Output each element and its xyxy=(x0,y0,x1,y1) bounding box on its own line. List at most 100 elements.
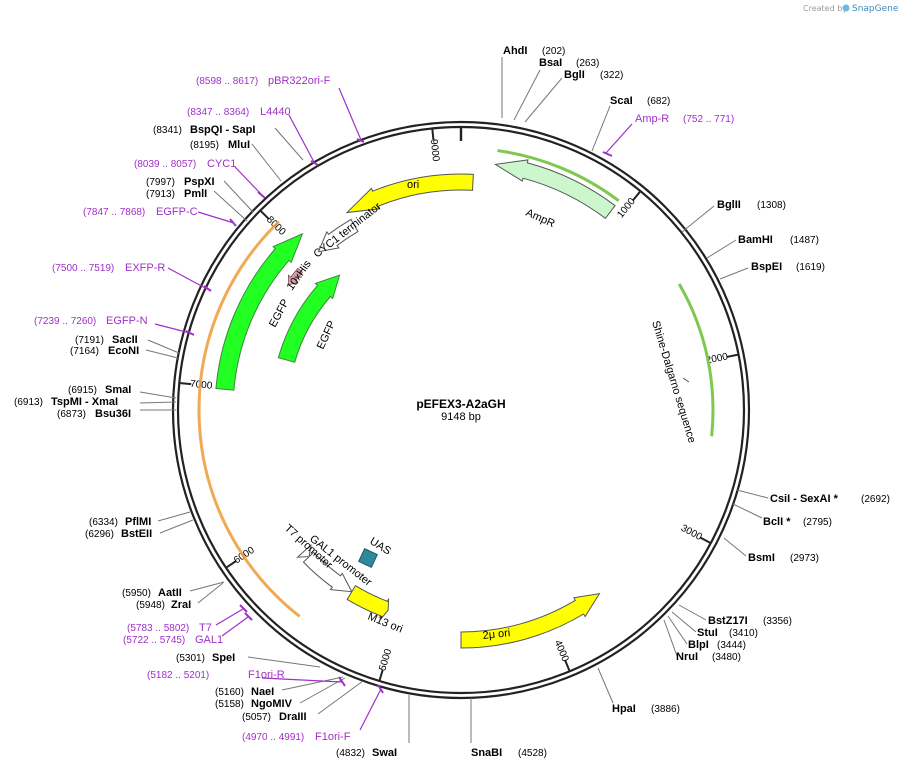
enzyme-site-tspmi[interactable]: TspMI - XmaI (6913) xyxy=(14,396,177,408)
enzyme-site-econi[interactable]: EcoNI (7164) xyxy=(70,345,179,359)
enzyme-name: BclI * xyxy=(763,516,791,528)
enzyme-site-csii[interactable]: CsiI - SexAI * (2692) xyxy=(736,489,890,505)
primer-site-gal1[interactable]: GAL1 (5722 .. 5745) xyxy=(123,612,253,646)
enzyme-site-snabi[interactable]: SnaBI (4528) xyxy=(470,698,547,759)
primer-site-f1ori-f[interactable]: F1ori-F (4970 .. 4991) xyxy=(242,684,384,743)
enzyme-site-bglii[interactable]: BglII (1308) xyxy=(681,199,786,233)
brand-text[interactable]: SnapGene xyxy=(852,4,899,14)
feature-ampr[interactable] xyxy=(494,159,616,220)
enzyme-leader xyxy=(681,205,715,233)
feature-gal1-promoter[interactable] xyxy=(302,551,353,593)
enzyme-site-nrui[interactable]: NruI (3480) xyxy=(663,619,741,663)
enzyme-site-draiii[interactable]: DraIII (5057) xyxy=(242,680,364,723)
primer-site-exfp-r[interactable]: EXFP-R (7500 .. 7519) xyxy=(52,262,212,292)
enzyme-site-pmli[interactable]: PmlI (7913) xyxy=(146,188,248,222)
enzyme-position: (6296) xyxy=(85,529,114,540)
enzyme-name: SpeI xyxy=(212,652,235,664)
enzyme-site-bstz17i[interactable]: BstZ17I (3356) xyxy=(678,604,792,627)
enzyme-leader xyxy=(732,503,763,519)
enzyme-position: (7191) xyxy=(75,335,104,346)
primer-leader xyxy=(167,267,208,290)
primer-site-f1ori-r[interactable]: F1ori-R (5182 .. 5201) xyxy=(147,669,346,687)
primer-site-t7[interactable]: T7 (5783 .. 5802) xyxy=(127,604,248,634)
enzyme-site-swai[interactable]: SwaI (4832) xyxy=(336,695,410,759)
enzyme-site-bsai[interactable]: BsaI (263) xyxy=(513,57,599,121)
primer-name: EGFP-N xyxy=(106,315,148,327)
enzyme-position: (3444) xyxy=(717,640,746,651)
enzyme-name: PspXI xyxy=(184,176,215,188)
orf-arc-green-right[interactable] xyxy=(677,283,715,437)
enzyme-site-bgli[interactable]: BglI (322) xyxy=(524,69,623,123)
enzyme-position: (8341) xyxy=(153,125,182,136)
enzyme-leader xyxy=(159,519,194,534)
primer-mark xyxy=(338,676,346,687)
enzyme-name: Bsu36I xyxy=(95,408,131,420)
tick-label: 3000 xyxy=(679,523,704,543)
enzyme-site-bspqi[interactable]: BspQI - SapI (8341) xyxy=(153,124,304,161)
primer-position: (7847 .. 7868) xyxy=(83,207,145,218)
enzyme-position: (6915) xyxy=(68,385,97,396)
enzyme-site-spei[interactable]: SpeI (5301) xyxy=(176,652,321,668)
enzyme-site-bsu36i[interactable]: Bsu36I (6873) xyxy=(57,408,176,420)
feature-uas[interactable] xyxy=(358,548,378,568)
enzyme-site-stui[interactable]: StuI (3410) xyxy=(671,611,758,639)
enzyme-name: MluI xyxy=(228,139,250,151)
enzyme-position: (2973) xyxy=(790,553,819,564)
enzyme-site-smai[interactable]: SmaI (6915) xyxy=(68,384,177,399)
enzyme-leader xyxy=(671,611,697,633)
primer-position: (7239 .. 7260) xyxy=(34,316,96,327)
enzyme-site-bsteii[interactable]: BstEII (6296) xyxy=(85,519,194,540)
snapgene-logo-icon xyxy=(842,4,850,12)
enzyme-site-aatii[interactable]: AatII (5950) xyxy=(122,581,225,599)
enzyme-site-sacii[interactable]: SacII (7191) xyxy=(75,334,180,354)
primer-site-egfp-c[interactable]: EGFP-C (7847 .. 7868) xyxy=(83,206,237,227)
primer-mark xyxy=(257,191,266,199)
enzyme-site-bamhi[interactable]: BamHI (1487) xyxy=(706,234,819,259)
enzyme-site-bsmi[interactable]: BsmI (2973) xyxy=(723,537,819,564)
orf-arc-orange[interactable] xyxy=(197,220,301,618)
feature-ori[interactable] xyxy=(345,173,474,214)
enzyme-site-pfimi[interactable]: PflMI (6334) xyxy=(89,511,191,528)
primer-site-cyc1[interactable]: CYC1 (8039 .. 8057) xyxy=(134,158,266,199)
enzyme-site-pspxi[interactable]: PspXI (7997) xyxy=(146,176,254,213)
enzyme-site-hpai[interactable]: HpaI (3886) xyxy=(597,667,680,715)
enzyme-site-blpi[interactable]: BlpI (3444) xyxy=(667,615,746,651)
primer-site-amp-r[interactable]: Amp-R (752 .. 771) xyxy=(602,113,734,157)
feature-two-micron-ori[interactable] xyxy=(460,593,601,649)
primer-name: pBR322ori-F xyxy=(268,75,331,87)
tick-mark xyxy=(431,129,435,141)
feature-label-egfp-inner: EGFP xyxy=(315,319,339,351)
enzyme-position: (1487) xyxy=(790,235,819,246)
enzyme-name: NaeI xyxy=(251,686,274,698)
enzyme-site-mlui[interactable]: MluI (8195) xyxy=(190,139,282,182)
enzyme-site-bspei[interactable]: BspEI (1619) xyxy=(719,261,825,280)
enzyme-site-bcli[interactable]: BclI * (2795) xyxy=(732,503,832,528)
feature-label-egfp-outer: EGFP xyxy=(267,297,292,329)
primer-site-pbr322ori-f[interactable]: pBR322ori-F (8598 .. 8617) xyxy=(196,75,365,143)
enzyme-site-ahdi[interactable]: AhdI (202) xyxy=(501,45,565,118)
feature-m13-ori[interactable] xyxy=(346,585,390,620)
enzyme-position: (322) xyxy=(600,70,623,81)
enzyme-position: (8195) xyxy=(190,140,219,151)
feature-his-tag[interactable] xyxy=(288,267,304,286)
enzyme-name: NruI xyxy=(676,651,698,663)
primer-site-egfp-n[interactable]: EGFP-N (7239 .. 7260) xyxy=(34,315,195,336)
enzyme-site-scai[interactable]: ScaI (682) xyxy=(591,95,670,152)
feature-label-ampr: AmpR xyxy=(524,207,557,230)
enzyme-site-zrai[interactable]: ZraI (5948) xyxy=(136,582,224,611)
tick-mark xyxy=(726,353,738,358)
feature-shine-dalgarno[interactable] xyxy=(682,377,690,383)
tick-mark xyxy=(180,382,192,386)
enzyme-name: BstEII xyxy=(121,528,152,540)
feature-t7-promoter[interactable] xyxy=(296,543,312,558)
primer-name: F1ori-F xyxy=(315,731,351,743)
feature-cyc1-terminator[interactable] xyxy=(317,218,359,253)
feature-egfp-inner[interactable] xyxy=(277,274,341,363)
enzyme-site-naei[interactable]: NaeI (5160) xyxy=(215,676,344,698)
primer-site-l4440[interactable]: L4440 (8347 .. 8364) xyxy=(187,106,319,166)
feature-egfp-outer[interactable] xyxy=(215,232,304,391)
primer-mark xyxy=(356,138,365,143)
orf-arc-green-top[interactable] xyxy=(497,149,620,202)
